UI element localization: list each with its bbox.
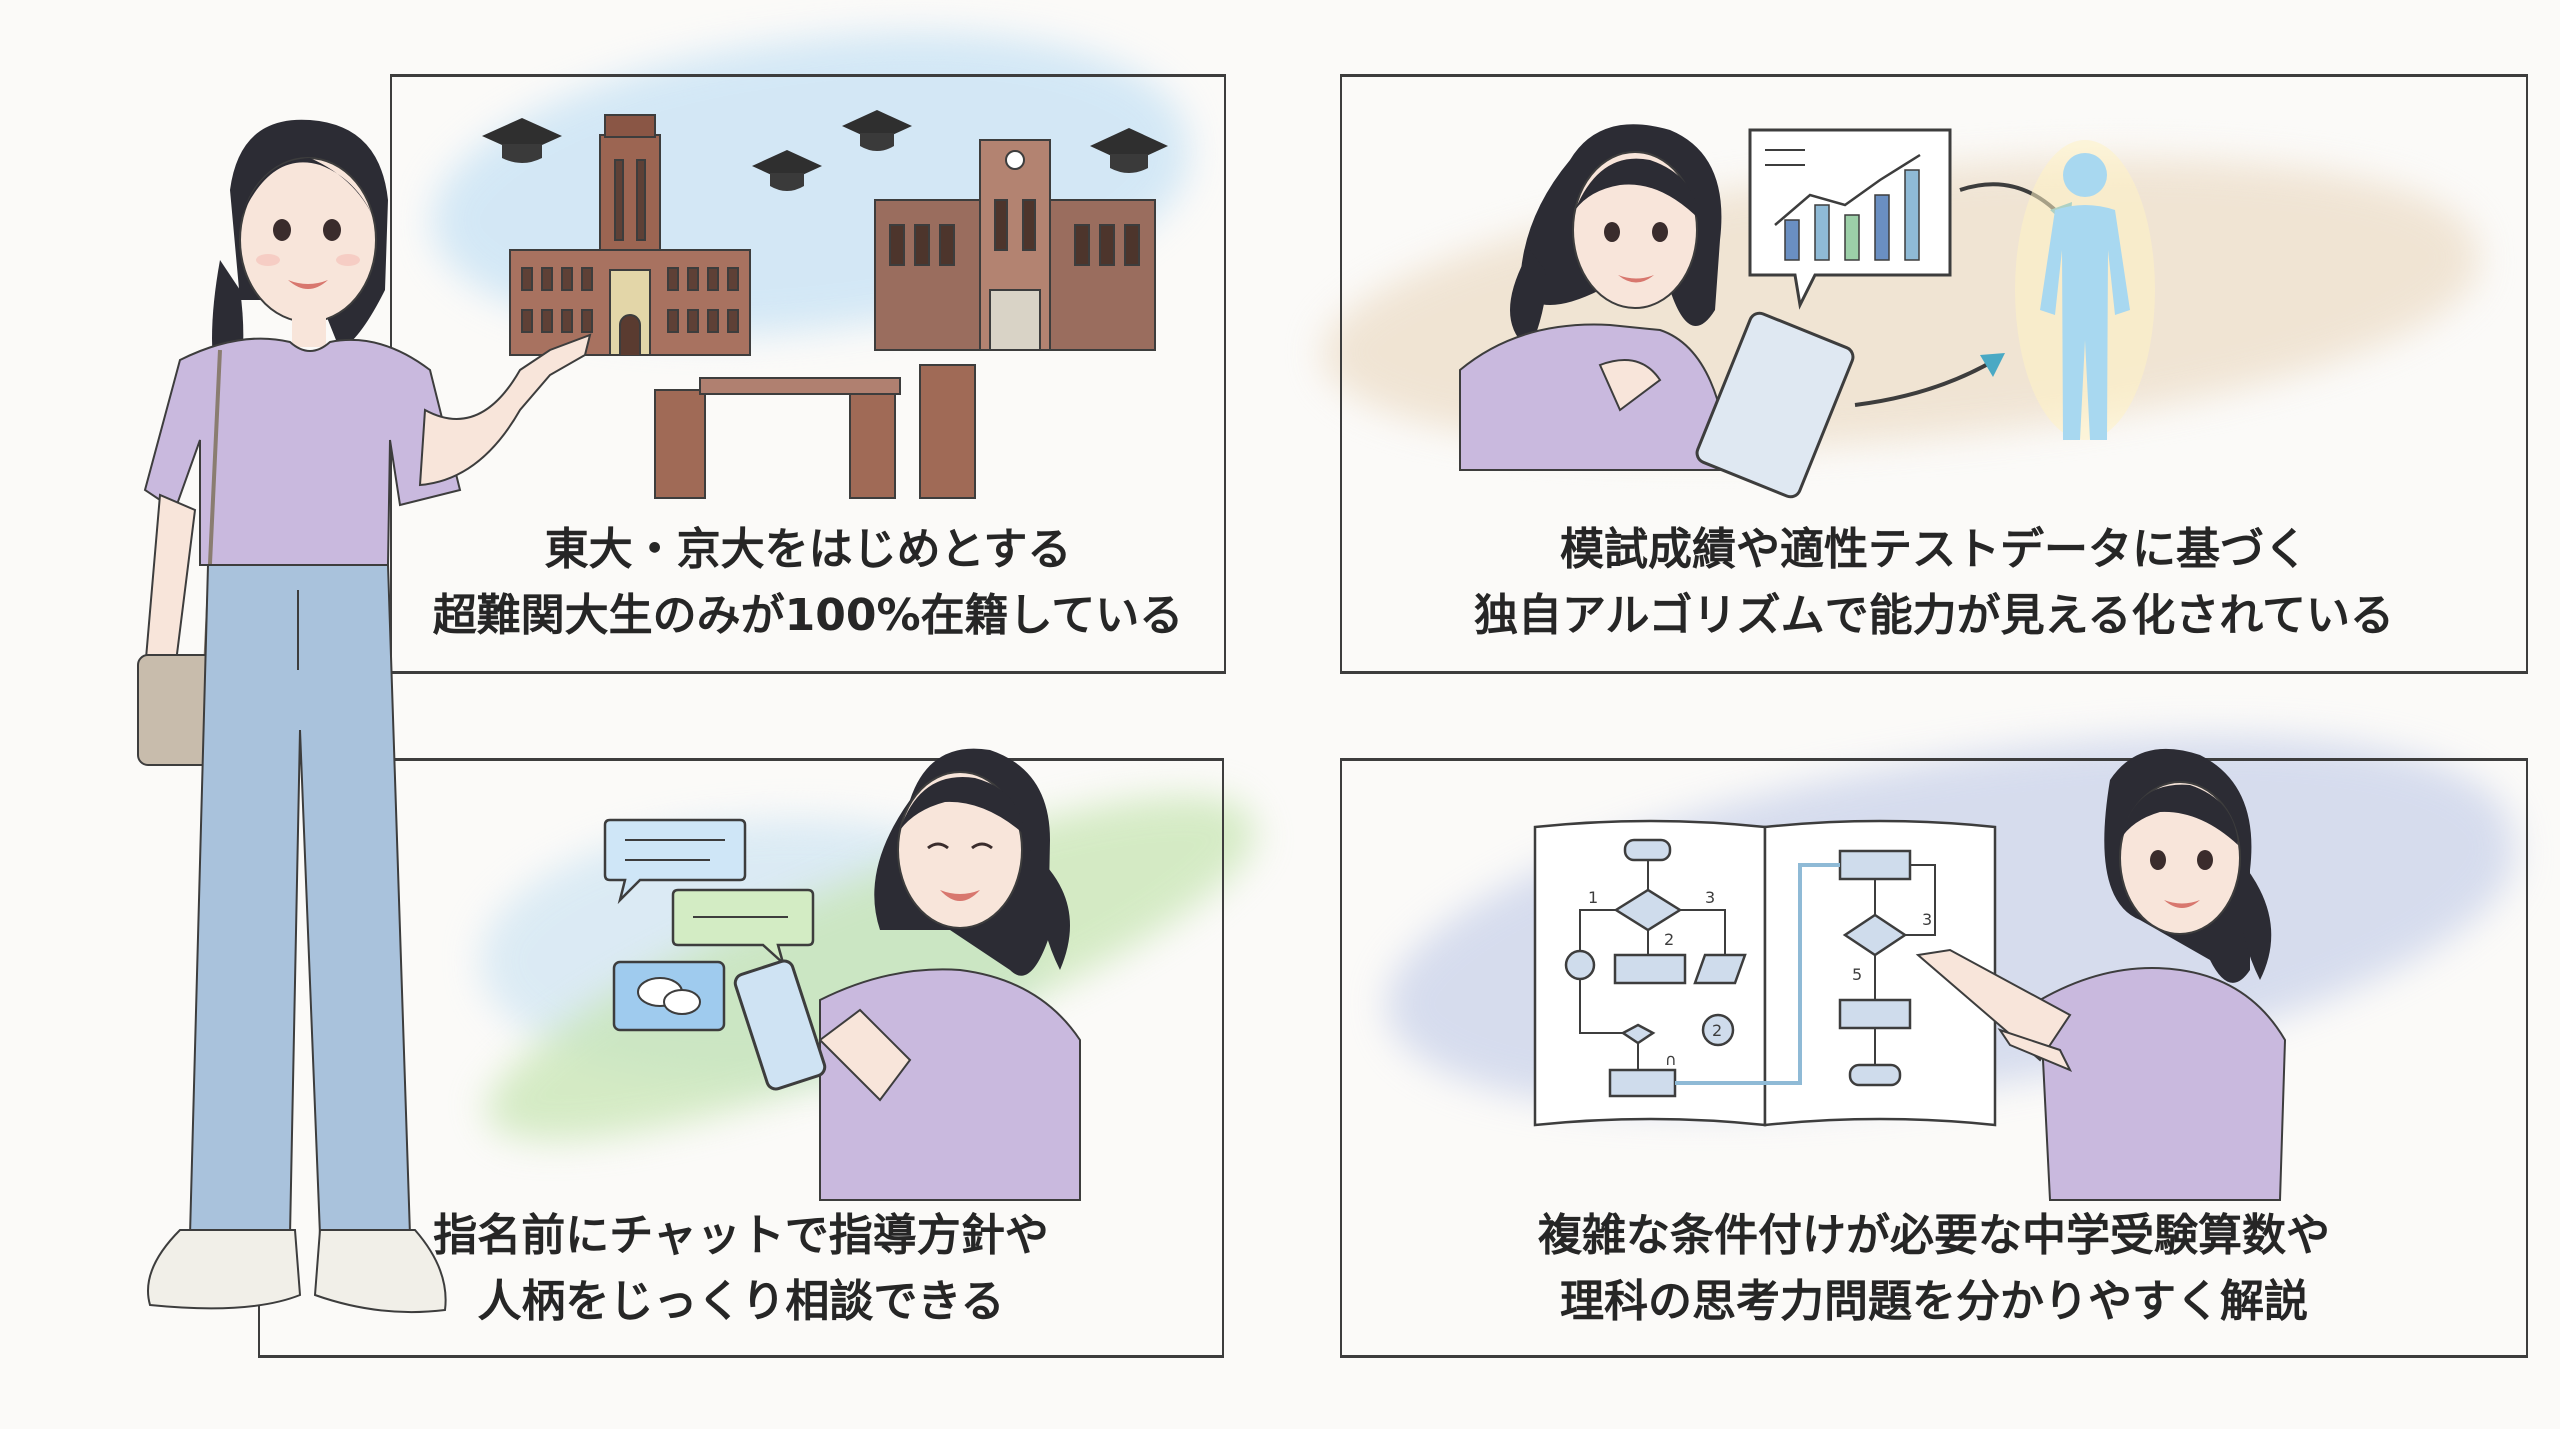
flow-label-3: 3 [1705, 888, 1715, 907]
open-workbook-flowchart: 1 2 3 2 ∩ 5 3 [1533, 819, 1997, 1127]
human-silhouette-icon [2015, 140, 2155, 440]
flow-label-1: 1 [1588, 888, 1598, 907]
flow-label-circle: 2 [1712, 1021, 1722, 1040]
caption-line-2: 人柄をじっくり相談できる [477, 1276, 1005, 1327]
woman-pointing [1915, 748, 2287, 1201]
speech-bubbles-icon [612, 960, 726, 1032]
tokyo-university-building [509, 114, 751, 356]
panel-caption: 複雑な条件付けが必要な中学受験算数や 理科の思考力問題を分かりやすく解説 [1342, 1203, 2526, 1335]
caption-line-1: 指名前にチャットで指導方針や [433, 1210, 1049, 1261]
panel-visualization: 模試成績や適性テストデータに基づく 独自アルゴリズムで能力が見える化されている [1340, 74, 2528, 674]
panel-chat: 指名前にチャットで指導方針や 人柄をじっくり相談できる [258, 758, 1224, 1358]
panel-universities: 東大・京大をはじめとする 超難関大生のみが100%在籍している [390, 74, 1226, 674]
panel-caption: 模試成績や適性テストデータに基づく 独自アルゴリズムで能力が見える化されている [1342, 517, 2526, 649]
panel-caption: 東大・京大をはじめとする 超難関大生のみが100%在籍している [392, 517, 1224, 649]
chat-bubble-icon [603, 818, 747, 905]
caption-line-1: 東大・京大をはじめとする [544, 524, 1072, 575]
tablet-device [1695, 311, 1855, 499]
smartphone-device [733, 959, 827, 1091]
flow-label-5: 5 [1852, 965, 1862, 984]
flow-label-2: 2 [1664, 930, 1674, 949]
arrow-icon [1854, 353, 2005, 407]
graduation-cap-icon [1090, 128, 1168, 173]
graduation-cap-icon [752, 150, 822, 191]
flow-label-3b: 3 [1922, 910, 1932, 929]
woman-with-tablet [1459, 124, 1732, 471]
graduation-cap-icon [482, 118, 562, 163]
flow-label-cap: ∩ [1665, 1050, 1677, 1069]
guide-woman-standing [137, 119, 592, 1314]
bar-chart-bubble [1748, 128, 1952, 310]
caption-line-1: 模試成績や適性テストデータに基づく [1560, 524, 2308, 575]
panel-explanation: 複雑な条件付けが必要な中学受験算数や 理科の思考力問題を分かりやすく解説 [1340, 758, 2528, 1358]
caption-line-2: 超難関大生のみが100%在籍している [432, 590, 1184, 641]
chat-bubble-icon [671, 888, 815, 967]
panel-caption: 指名前にチャットで指導方針や 人柄をじっくり相談できる [260, 1203, 1222, 1335]
woman-with-phone [818, 748, 1081, 1201]
caption-line-2: 理科の思考力問題を分かりやすく解説 [1560, 1276, 2308, 1327]
graduation-cap-icon [842, 110, 912, 151]
kyoto-university-building [874, 139, 1156, 351]
university-gate [654, 364, 976, 499]
caption-line-2: 独自アルゴリズムで能力が見える化されている [1473, 590, 2395, 641]
caption-line-1: 複雑な条件付けが必要な中学受験算数や [1538, 1210, 2330, 1261]
